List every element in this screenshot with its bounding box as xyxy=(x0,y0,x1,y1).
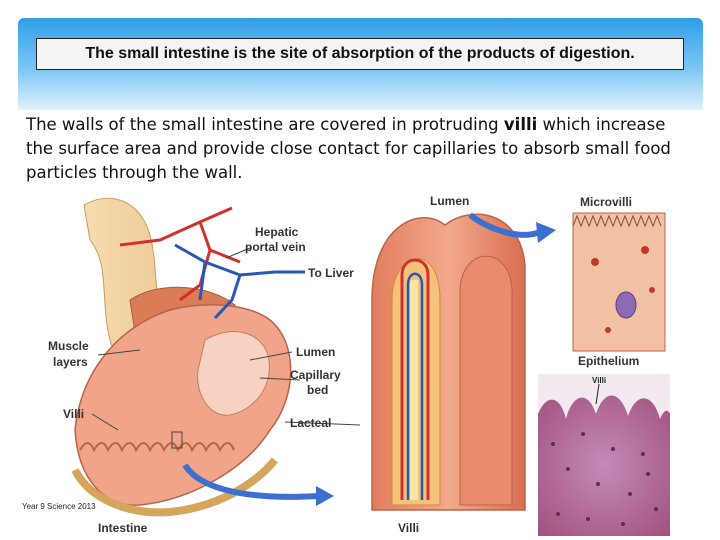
footer-text: Year 9 Science 2013 xyxy=(22,502,96,511)
organelle xyxy=(641,246,649,254)
label-layers: layers xyxy=(53,355,88,369)
label-lumen-top: Lumen xyxy=(430,194,469,208)
intestine-outer-rim xyxy=(71,457,279,517)
body-text-start: The walls of the small intestine are cov… xyxy=(26,115,504,134)
villus-highlight-box xyxy=(171,431,183,449)
arrow-to-villus-head xyxy=(316,486,334,506)
slide-title: The small intestine is the site of absor… xyxy=(85,45,635,62)
label-muscle: Muscle xyxy=(48,339,89,353)
villus-second xyxy=(459,255,513,506)
label-villi-left: Villi xyxy=(63,407,84,421)
label-to-liver: To Liver xyxy=(308,266,354,280)
intestine-illustration xyxy=(71,197,305,517)
capillary-blue xyxy=(406,272,424,500)
label-portal-vein: portal vein xyxy=(245,240,306,254)
microvilli-fringe xyxy=(572,214,662,228)
intestine-lumen-cavity xyxy=(197,331,270,416)
label-hepatic: Hepatic xyxy=(255,225,299,239)
label-bed: bed xyxy=(307,383,328,397)
organelle xyxy=(649,287,655,293)
organelle xyxy=(591,258,599,266)
villi-fringe xyxy=(79,442,235,453)
body-paragraph: The walls of the small intestine are cov… xyxy=(26,113,696,185)
epithelium-block xyxy=(572,212,666,352)
label-intestine: Intestine xyxy=(98,521,148,535)
label-photo-villi: Villi xyxy=(592,376,606,385)
label-capillary: Capillary xyxy=(290,368,341,382)
label-villi-bottom: Villi xyxy=(398,521,419,535)
arrow-to-epithelium xyxy=(468,212,542,238)
cell-nucleus xyxy=(615,291,637,319)
label-lacteal: Lacteal xyxy=(290,416,331,430)
leader-lines xyxy=(91,247,361,431)
label-epithelium: Epithelium xyxy=(578,354,639,368)
label-lumen-main: Lumen xyxy=(296,345,335,359)
villus-detail xyxy=(371,213,526,511)
micrograph-villi-tissue xyxy=(538,395,670,536)
body-text-end: which increase the surface area and prov… xyxy=(26,115,671,182)
arrow-to-villus xyxy=(182,463,319,500)
capillary-red xyxy=(400,258,430,500)
title-box: The small intestine is the site of absor… xyxy=(36,38,684,70)
villi-micrograph: Villi xyxy=(538,374,670,536)
arrow-to-epithelium-head xyxy=(536,222,556,243)
label-microvilli: Microvilli xyxy=(580,195,632,209)
keyword-villi: villi xyxy=(503,115,538,134)
epithelium-illustration xyxy=(572,212,666,352)
organelle xyxy=(605,327,611,333)
portal-vein-vessel xyxy=(174,243,305,320)
